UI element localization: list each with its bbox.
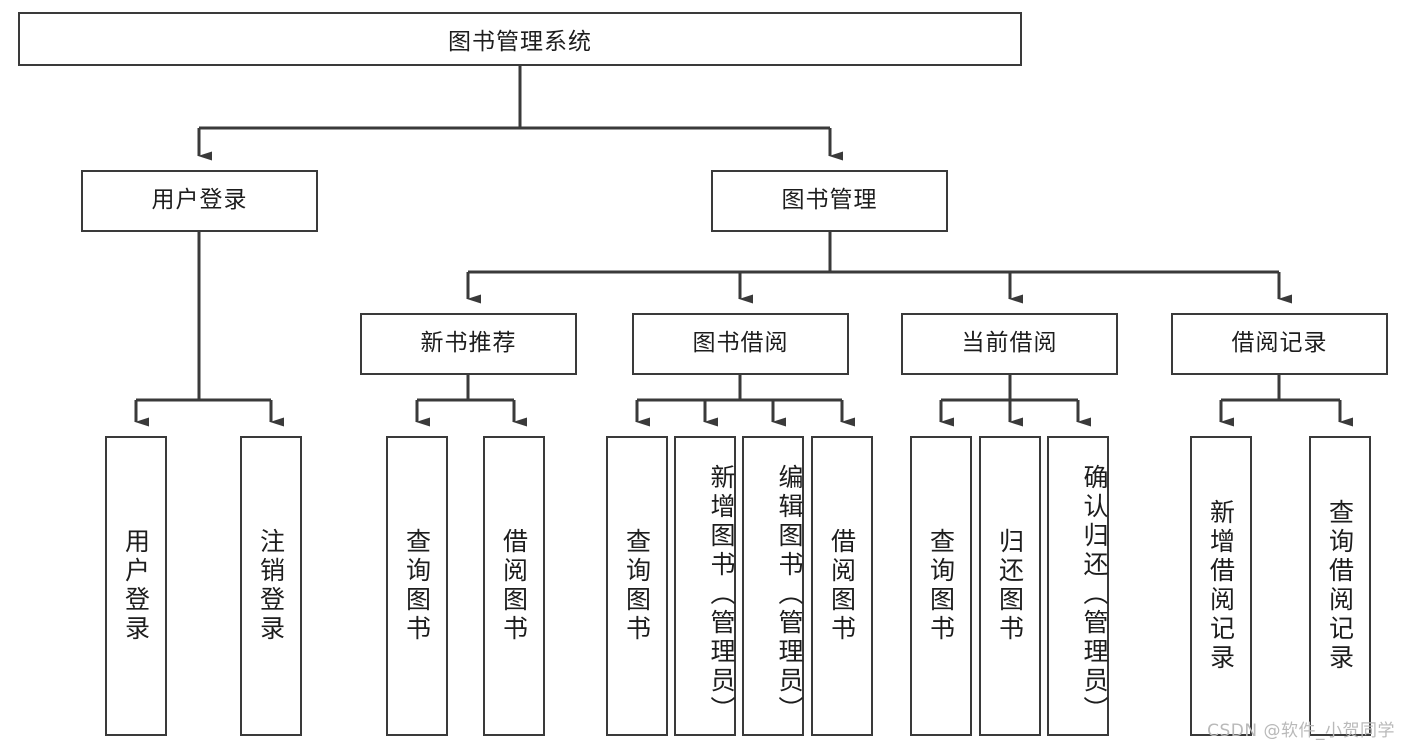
leaf-borrow-record-query[interactable]: 查询借阅记录 — [1309, 436, 1371, 736]
node-book-management[interactable]: 图书管理 — [711, 170, 948, 232]
leaf-new-book-borrow[interactable]: 借阅图书 — [483, 436, 545, 736]
node-user-login[interactable]: 用户登录 — [81, 170, 318, 232]
leaf-book-borrow-query[interactable]: 查询图书 — [606, 436, 668, 736]
node-root-system[interactable]: 图书管理系统 — [18, 12, 1022, 66]
node-borrow-record[interactable]: 借阅记录 — [1171, 313, 1388, 375]
node-new-book-recommend[interactable]: 新书推荐 — [360, 313, 577, 375]
leaf-user-login-login[interactable]: 用户登录 — [105, 436, 167, 736]
leaf-current-borrow-query[interactable]: 查询图书 — [910, 436, 972, 736]
leaf-book-borrow-borrow[interactable]: 借阅图书 — [811, 436, 873, 736]
leaf-user-login-logout[interactable]: 注销登录 — [240, 436, 302, 736]
leaf-book-borrow-edit-admin[interactable]: 编辑图书（管理员） — [742, 436, 804, 736]
leaf-new-book-query[interactable]: 查询图书 — [386, 436, 448, 736]
node-book-borrow[interactable]: 图书借阅 — [632, 313, 849, 375]
leaf-current-borrow-return[interactable]: 归还图书 — [979, 436, 1041, 736]
leaf-current-borrow-confirm-admin[interactable]: 确认归还（管理员） — [1047, 436, 1109, 736]
node-current-borrow[interactable]: 当前借阅 — [901, 313, 1118, 375]
leaf-book-borrow-add-admin[interactable]: 新增图书（管理员） — [674, 436, 736, 736]
csdn-watermark: CSDN @软件_小贺同学 — [1207, 721, 1395, 741]
leaf-borrow-record-add[interactable]: 新增借阅记录 — [1190, 436, 1252, 736]
